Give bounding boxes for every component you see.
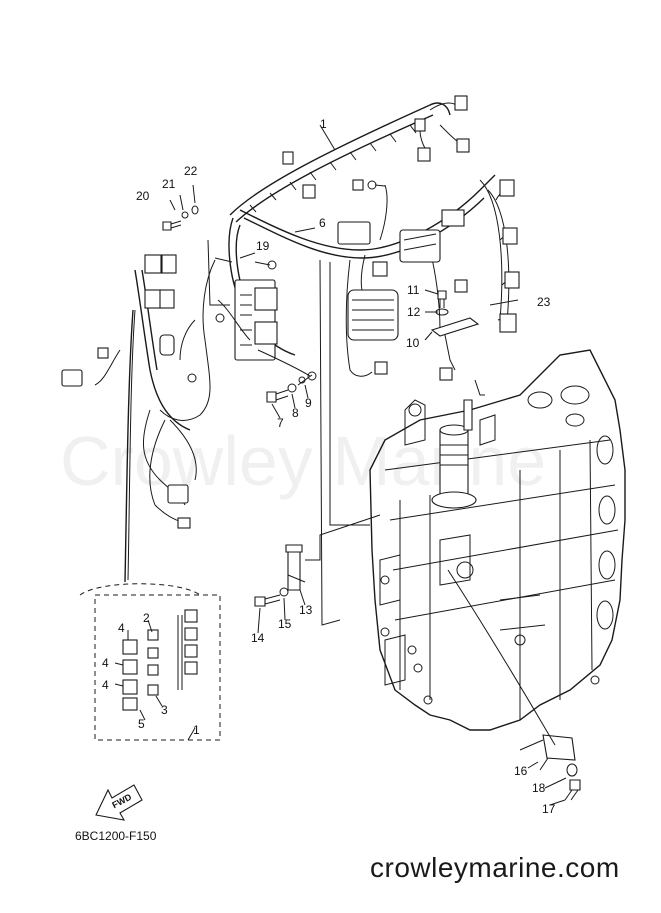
callout-21: 21 [162, 177, 176, 191]
leader-lines [114, 124, 567, 806]
callout-18: 18 [532, 781, 546, 795]
callout-4-a: 4 [118, 621, 125, 635]
callout-15: 15 [278, 617, 292, 631]
callout-14: 14 [251, 631, 265, 645]
callout-22: 22 [184, 164, 198, 178]
callout-6: 6 [319, 216, 326, 230]
engine-block [369, 349, 626, 731]
callout-10: 10 [406, 336, 420, 350]
fwd-arrow-icon: FWD [95, 784, 143, 821]
callout-7: 7 [277, 416, 284, 430]
callouts: 1 1 2 3 4 4 4 5 6 7 8 9 10 11 12 13 14 1… [102, 117, 556, 816]
callout-3: 3 [161, 703, 168, 717]
callout-1-inset: 1 [193, 723, 200, 737]
callout-5: 5 [138, 717, 145, 731]
relay-detail-inset [79, 309, 221, 741]
fasteners [162, 205, 581, 801]
callout-20: 20 [136, 189, 150, 203]
callout-16: 16 [514, 764, 528, 778]
callout-4-c: 4 [102, 678, 109, 692]
callout-12: 12 [407, 305, 421, 319]
callout-9: 9 [305, 396, 312, 410]
wire-harness [61, 95, 520, 529]
watermark: Crowley Marine [60, 422, 546, 500]
callout-13: 13 [299, 603, 313, 617]
callout-1: 1 [320, 117, 327, 131]
callout-19: 19 [256, 239, 270, 253]
callout-23: 23 [537, 295, 551, 309]
callout-8: 8 [292, 406, 299, 420]
callout-4-b: 4 [102, 656, 109, 670]
diagram-code: 6BC1200-F150 [75, 829, 157, 843]
callout-2: 2 [143, 611, 150, 625]
callout-11: 11 [407, 283, 420, 297]
callout-17: 17 [542, 802, 556, 816]
footer-site-name: crowleymarine.com [370, 852, 620, 883]
